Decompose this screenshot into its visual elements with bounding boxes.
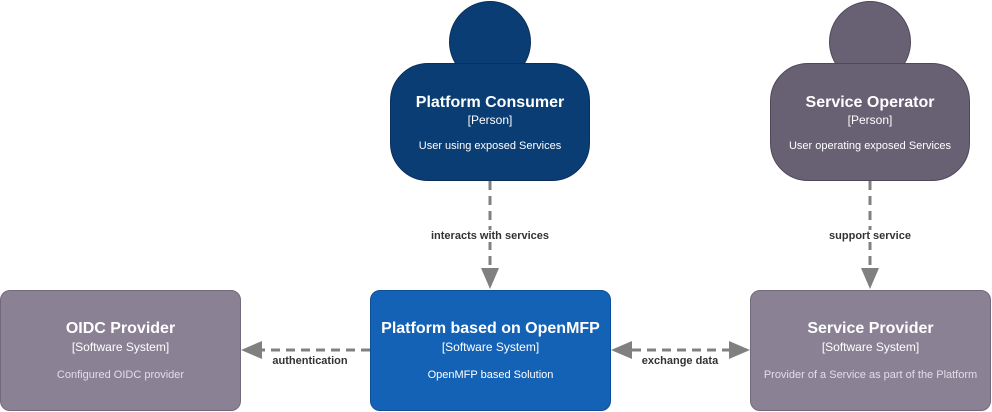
node-type: [Person] xyxy=(847,113,893,127)
edge-label-exchange: exchange data xyxy=(638,355,722,367)
node-title: Platform Consumer xyxy=(415,94,565,111)
node-type: [Software System] xyxy=(71,340,170,354)
node-description: User operating exposed Services xyxy=(788,140,952,152)
node-title: Service Provider xyxy=(807,320,934,337)
node-type: [Person] xyxy=(467,113,513,127)
arrowhead-consumer-platform xyxy=(481,268,499,289)
node-description: Configured OIDC provider xyxy=(56,369,185,381)
node-title: Platform based on OpenMFP xyxy=(381,320,600,337)
person-body: Service Operator [Person] User operating… xyxy=(770,63,970,181)
node-title: OIDC Provider xyxy=(65,320,176,337)
arrowhead-platform-oidc xyxy=(241,341,262,359)
edge-label-support: support service xyxy=(826,230,914,242)
node-description: Provider of a Service as part of the Pla… xyxy=(763,369,978,381)
edge-label-interacts: interacts with services xyxy=(427,230,553,242)
edge-label-authentication: authentication xyxy=(269,355,351,367)
node-type: [Software System] xyxy=(821,340,920,354)
system-service-provider[interactable]: Service Provider [Software System] Provi… xyxy=(750,290,991,411)
node-title: Service Operator xyxy=(805,94,935,111)
node-description: User using exposed Services xyxy=(418,140,562,152)
system-oidc-provider[interactable]: OIDC Provider [Software System] Configur… xyxy=(0,290,241,411)
arrowhead-operator-provider xyxy=(861,268,879,289)
system-platform[interactable]: Platform based on OpenMFP [Software Syst… xyxy=(370,290,611,411)
node-description: OpenMFP based Solution xyxy=(427,369,554,381)
arrowhead-to-provider xyxy=(729,341,750,359)
node-type: [Software System] xyxy=(441,340,540,354)
person-body: Platform Consumer [Person] User using ex… xyxy=(390,63,590,181)
arrowhead-to-platform xyxy=(611,341,632,359)
